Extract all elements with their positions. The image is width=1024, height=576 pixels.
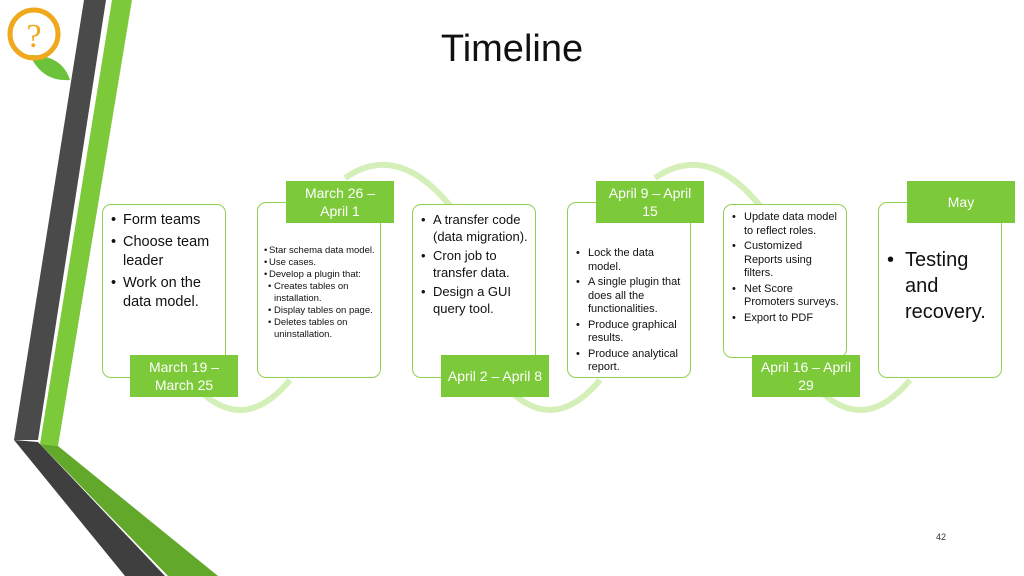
list-item: Develop a plugin that: xyxy=(264,269,376,281)
phase-label-6: May xyxy=(907,181,1015,223)
phase-card-2: Star schema data model. Use cases. Devel… xyxy=(257,202,381,378)
dark-stripe xyxy=(14,0,106,440)
green-stripe-bottom xyxy=(40,444,218,576)
slide-title: Timeline xyxy=(440,28,584,70)
phase-label-3: April 2 – April 8 xyxy=(441,355,549,397)
phase-card-4: Lock the data model. A single plugin tha… xyxy=(567,202,691,378)
svg-text:?: ? xyxy=(26,18,41,55)
green-stripe xyxy=(40,0,132,446)
list-item: Use cases. xyxy=(264,257,376,269)
list-item: Work on the data model. xyxy=(111,274,219,312)
phase-label-5: April 16 – April 29 xyxy=(752,355,860,397)
phase-label-2: March 26 – April 1 xyxy=(286,181,394,223)
question-leaf-logo-icon: ? xyxy=(7,7,70,81)
connector-arc xyxy=(653,161,768,214)
phase-label-1: March 19 – March 25 xyxy=(130,355,238,397)
phase-card-3: A transfer code (data migration). Cron j… xyxy=(412,204,536,378)
list-item: Update data model to reflect roles. xyxy=(732,211,842,238)
list-item: Testing and recovery. xyxy=(887,247,997,325)
list-item: Cron job to transfer data. xyxy=(421,247,531,281)
list-item: Produce graphical results. xyxy=(576,319,686,346)
phase-label-4: April 9 – April 15 xyxy=(596,181,704,223)
phase-card-6: Testing and recovery. xyxy=(878,202,1002,378)
list-item: Display tables on page. xyxy=(268,305,376,317)
list-item: A transfer code (data migration). xyxy=(421,211,531,245)
list-item: A single plugin that does all the functi… xyxy=(576,276,686,317)
phase-card-5: Update data model to reflect roles. Cust… xyxy=(723,204,847,358)
list-item: Star schema data model. xyxy=(264,245,376,257)
list-item: Design a GUI query tool. xyxy=(421,283,531,317)
list-item: Creates tables on installation. xyxy=(268,281,376,305)
list-item: Form teams xyxy=(111,211,219,230)
connector-arc xyxy=(343,161,458,214)
list-item: Export to PDF xyxy=(732,312,842,326)
list-item: Produce analytical report. xyxy=(576,348,686,375)
list-item: Choose team leader xyxy=(111,233,219,271)
page-number: 42 xyxy=(936,532,947,542)
list-item: Deletes tables on uninstallation. xyxy=(268,317,376,341)
phase-card-1: Form teams Choose team leader Work on th… xyxy=(102,204,226,378)
list-item: Customized Reports using filters. xyxy=(732,240,842,281)
list-item: Lock the data model. xyxy=(576,247,686,274)
dark-stripe-bottom xyxy=(14,440,165,576)
list-item: Net Score Promoters surveys. xyxy=(732,283,842,310)
